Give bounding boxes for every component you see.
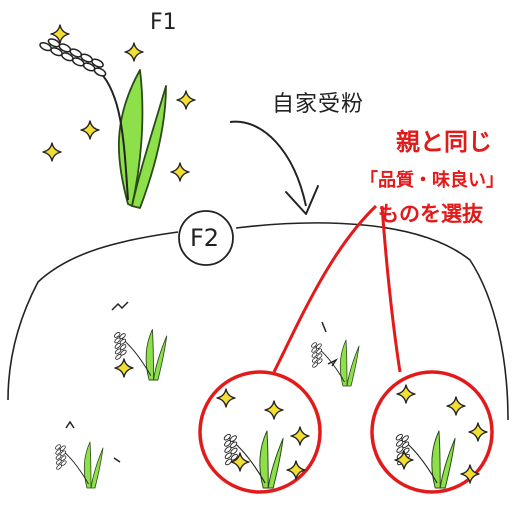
f2-population-outline-right xyxy=(235,222,509,421)
selected-plant-circle-left xyxy=(198,370,322,494)
selected-plant-circle-right xyxy=(370,370,494,494)
selection-pointer-lines xyxy=(272,204,402,373)
f1-label: F1 xyxy=(150,10,177,35)
f2-label: F2 xyxy=(190,224,220,252)
f2-plant-weak-3 xyxy=(45,442,103,488)
f2-population-outline xyxy=(7,231,179,401)
f2-label-circle xyxy=(178,210,234,266)
f1-plant xyxy=(38,36,167,209)
selection-note-line2: 「品質・味良い」 xyxy=(360,170,504,191)
self-pollination-arrow xyxy=(229,120,319,215)
selection-note-line3: ものを選抜 xyxy=(378,202,483,226)
f2-sparkle xyxy=(114,358,134,378)
f2-plant-weak-1 xyxy=(103,329,166,380)
selection-note-line1: 親と同じ xyxy=(396,128,492,156)
self-pollination-label: 自家受粉 xyxy=(272,92,365,117)
